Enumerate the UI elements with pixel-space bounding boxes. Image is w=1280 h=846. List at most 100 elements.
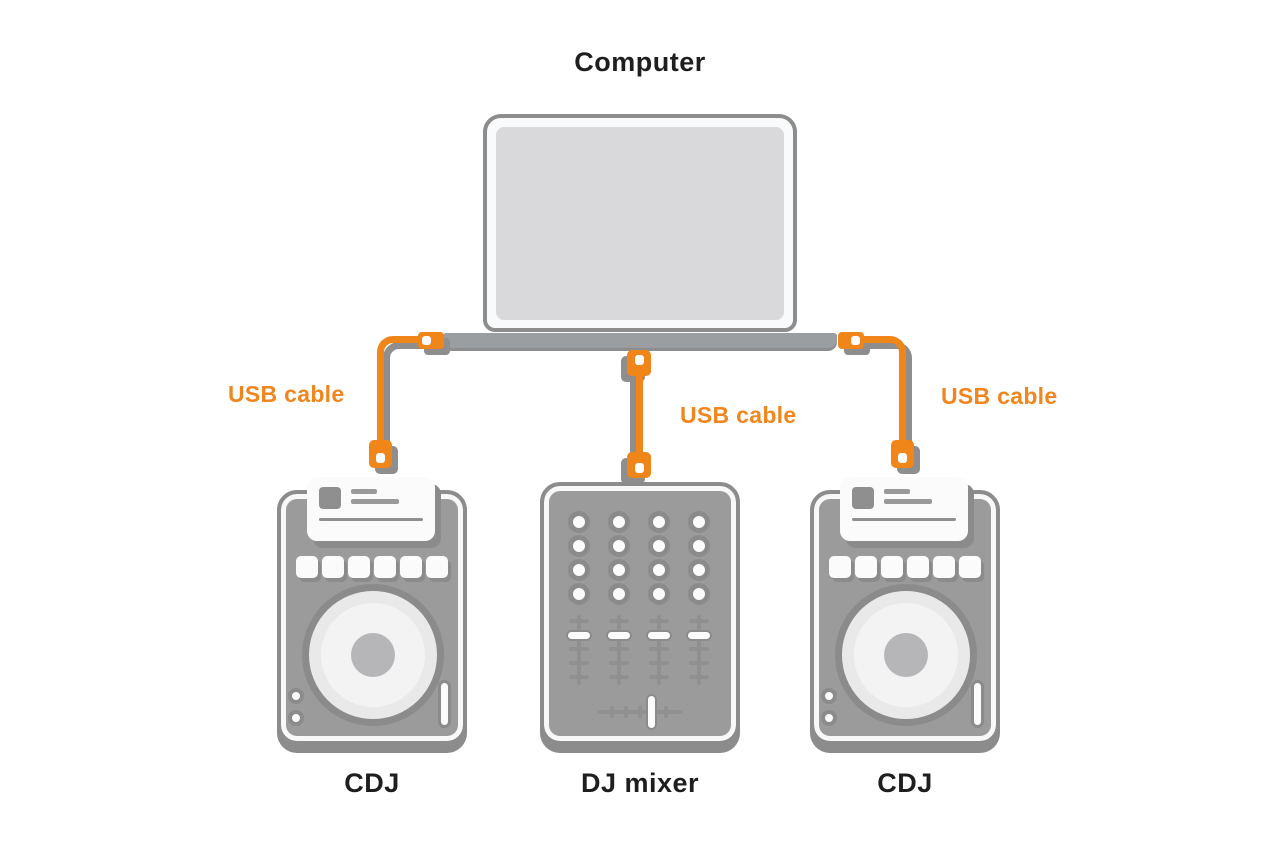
display-text-line xyxy=(884,499,932,504)
fader-tick xyxy=(689,619,709,623)
mixer-knob xyxy=(648,583,670,605)
display-text-line xyxy=(351,489,377,494)
pitch-fader xyxy=(438,680,451,728)
usb-cable-label-right: USB cable xyxy=(941,383,1058,409)
mixer-knob xyxy=(608,511,630,533)
round-button xyxy=(821,710,837,726)
usb-cable-left-icon xyxy=(369,332,457,476)
dj-mixer-label: DJ mixer xyxy=(580,768,700,798)
display-text-line xyxy=(351,499,399,504)
round-button xyxy=(288,710,304,726)
jog-wheel xyxy=(835,584,977,726)
laptop-screen xyxy=(483,114,797,332)
fader-handle xyxy=(566,630,592,641)
cdj-button xyxy=(400,556,422,578)
cdj-button xyxy=(322,556,344,578)
fader-tick xyxy=(609,619,629,623)
fader-tick xyxy=(649,675,669,679)
mixer-knob xyxy=(568,583,590,605)
mixer-knob xyxy=(608,559,630,581)
laptop-display xyxy=(496,127,784,320)
crossfader-tick xyxy=(610,706,614,718)
mixer-knob xyxy=(648,559,670,581)
round-button xyxy=(288,688,304,704)
cdj-display xyxy=(840,477,968,541)
usb-cable-middle-icon xyxy=(627,350,657,480)
fader-tick xyxy=(649,619,669,623)
fader-handle xyxy=(646,630,672,641)
cable-wire xyxy=(858,336,906,446)
usb-plug-icon xyxy=(838,332,864,349)
fader-tick xyxy=(609,675,629,679)
mixer-knob xyxy=(608,583,630,605)
crossfader xyxy=(598,694,682,730)
channel-fader xyxy=(566,615,592,685)
mixer-knob xyxy=(688,511,710,533)
jog-wheel-center xyxy=(884,633,928,677)
cdj-button xyxy=(374,556,396,578)
cdj-button xyxy=(855,556,877,578)
cdj-button-row xyxy=(829,556,981,578)
fader-handle xyxy=(686,630,712,641)
cable-wire xyxy=(636,360,643,465)
mixer-knob xyxy=(688,583,710,605)
usb-cable-right-icon xyxy=(838,332,918,476)
mixer-knob xyxy=(648,535,670,557)
usb-cable-label-middle: USB cable xyxy=(680,402,797,428)
jog-wheel xyxy=(302,584,444,726)
cdj-button xyxy=(348,556,370,578)
usb-plug-icon xyxy=(627,350,651,376)
usb-slot xyxy=(635,355,644,365)
usb-plug-icon xyxy=(369,440,392,468)
display-thumbnail-icon xyxy=(319,487,341,509)
usb-slot xyxy=(422,336,431,345)
cdj-button xyxy=(907,556,929,578)
cdj-button xyxy=(881,556,903,578)
mixer-knob xyxy=(568,535,590,557)
mixer-knob xyxy=(568,511,590,533)
fader-tick xyxy=(609,661,629,665)
display-text-line xyxy=(884,489,910,494)
mixer-knob xyxy=(608,535,630,557)
cable-wire xyxy=(377,336,425,446)
usb-slot xyxy=(851,336,860,345)
fader-tick xyxy=(609,647,629,651)
fader-tick xyxy=(569,619,589,623)
cdj-button xyxy=(933,556,955,578)
dj-mixer-icon xyxy=(540,482,740,762)
cdj-button xyxy=(829,556,851,578)
usb-slot xyxy=(635,463,644,473)
fader-tick xyxy=(649,647,669,651)
fader-tick xyxy=(689,661,709,665)
fader-tick xyxy=(689,675,709,679)
cdj-right-label: CDJ xyxy=(877,768,933,798)
jog-wheel-center xyxy=(351,633,395,677)
fader-tick xyxy=(649,661,669,665)
crossfader-tick xyxy=(664,706,668,718)
crossfader-tick xyxy=(638,706,642,718)
fader-tick xyxy=(689,647,709,651)
laptop-base xyxy=(443,333,837,348)
display-thumbnail-icon xyxy=(852,487,874,509)
crossfader-handle xyxy=(646,694,657,730)
round-button xyxy=(821,688,837,704)
computer-label: Computer xyxy=(574,47,706,77)
cdj-button-row xyxy=(296,556,448,578)
cdj-right-icon xyxy=(810,477,1000,777)
usb-cable-label-left: USB cable xyxy=(228,381,345,407)
cdj-button xyxy=(426,556,448,578)
channel-fader xyxy=(646,615,672,685)
channel-fader xyxy=(686,615,712,685)
pitch-fader xyxy=(971,680,984,728)
channel-fader xyxy=(606,615,632,685)
mixer-knob xyxy=(688,559,710,581)
fader-handle xyxy=(606,630,632,641)
usb-plug-icon xyxy=(891,440,914,468)
mixer-knob xyxy=(568,559,590,581)
fader-tick xyxy=(569,661,589,665)
usb-slot xyxy=(898,453,907,463)
mixer-knob xyxy=(688,535,710,557)
cdj-button xyxy=(959,556,981,578)
cdj-left-label: CDJ xyxy=(344,768,400,798)
